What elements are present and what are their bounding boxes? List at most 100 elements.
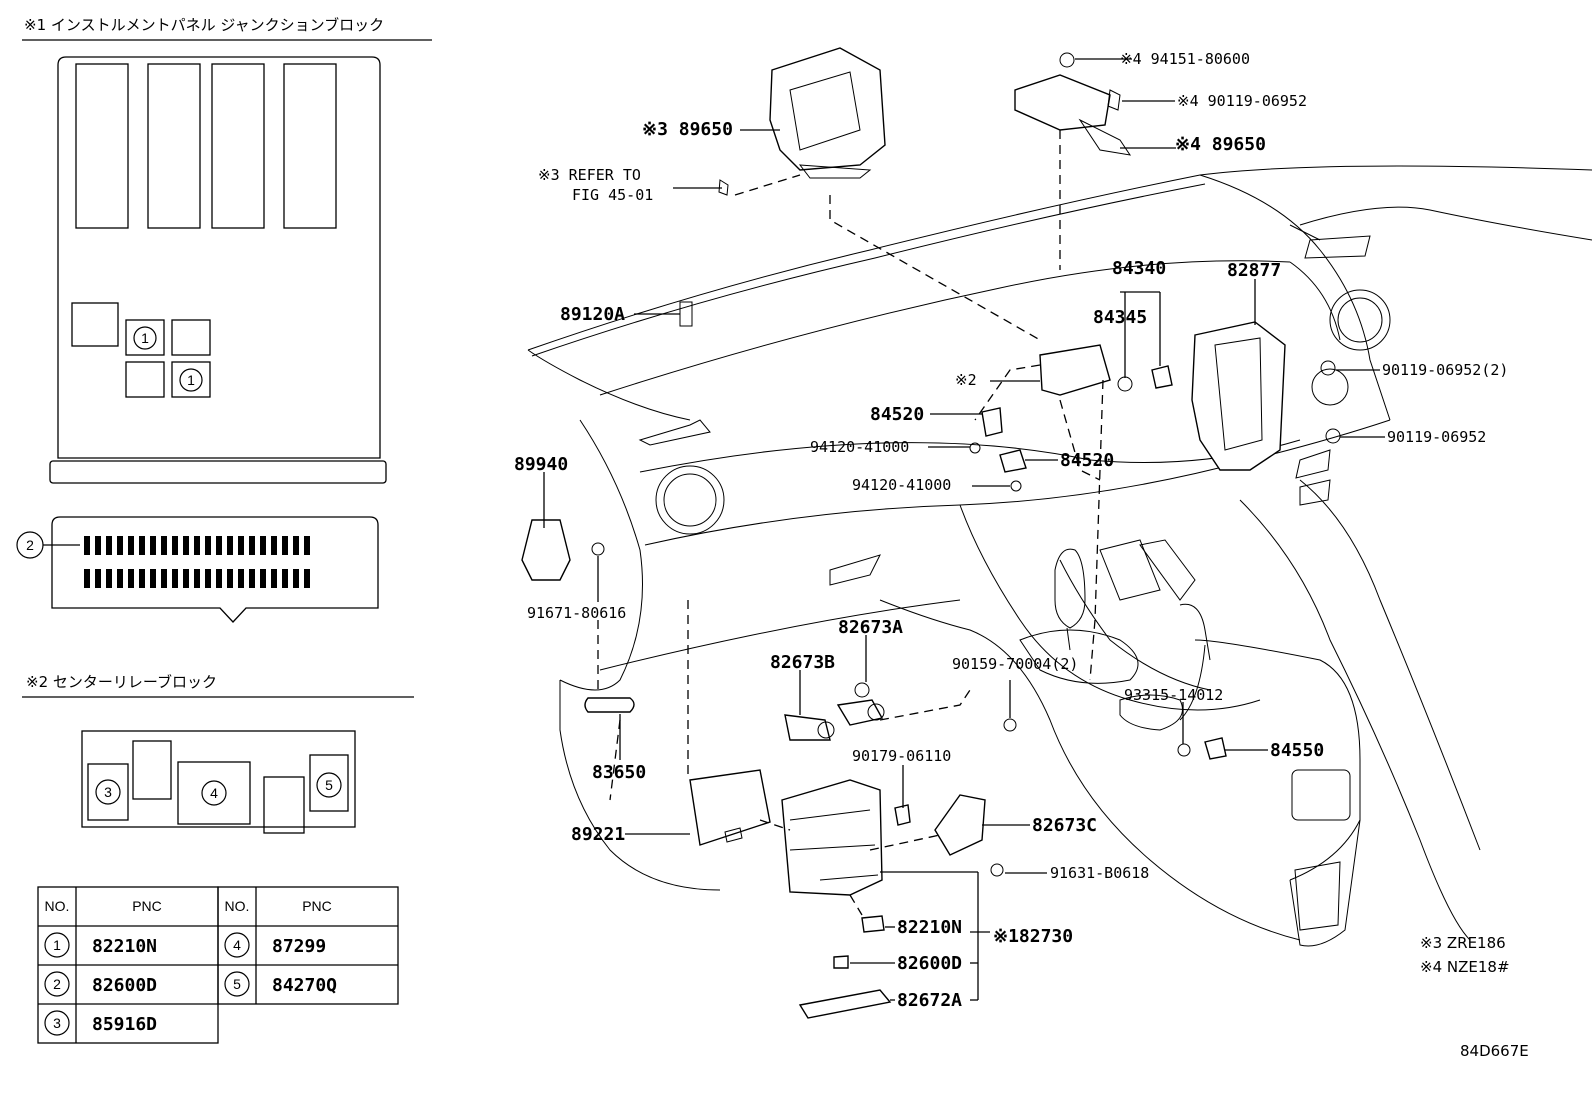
connector-pin xyxy=(194,536,200,555)
callout-90119-06952: 90119-06952 xyxy=(1387,428,1486,446)
callout-82600d: 82600D xyxy=(897,953,962,974)
callout-82673a: 82673A xyxy=(838,617,903,638)
table-header-no-2: NO. xyxy=(225,898,250,914)
table-row-3-pnc1: 85916D xyxy=(92,1014,157,1035)
table-header-no-1: NO. xyxy=(45,898,70,914)
callout-90179-06110: 90179-06110 xyxy=(852,747,951,765)
center-relay-block-drawing xyxy=(81,730,356,834)
connector-pin xyxy=(183,569,189,588)
callout-90159-70004: 90159-70004(2) xyxy=(952,655,1078,673)
connector-pin xyxy=(304,536,310,555)
connector-pin xyxy=(238,569,244,588)
connector-pin xyxy=(183,536,189,555)
connector-pin xyxy=(172,536,178,555)
connector-pin xyxy=(293,536,299,555)
connector-pin xyxy=(216,569,222,588)
table-row-1-no2: 4 xyxy=(233,937,241,953)
marker-2: 2 xyxy=(26,537,34,553)
callout-83650: 83650 xyxy=(592,762,646,783)
relays-82673a-82673b xyxy=(784,682,885,741)
table-row-1-no1: 1 xyxy=(53,937,61,953)
airbag-module-89650-left xyxy=(769,47,886,179)
connector-pin xyxy=(260,536,266,555)
connector-pin xyxy=(161,536,167,555)
connector-pin xyxy=(216,536,222,555)
callout-84520-b: 84520 xyxy=(1060,450,1114,471)
callout-84340: 84340 xyxy=(1112,258,1166,279)
figure-code: 84D667E xyxy=(1460,1042,1529,1060)
switch-84340-84345 xyxy=(1039,344,1173,396)
callout-84520-a: 84520 xyxy=(870,404,924,425)
pnc-table xyxy=(37,886,399,1044)
callout-82730: ※182730 xyxy=(993,926,1073,947)
connector-pin xyxy=(84,536,90,555)
table-header-pnc-1: PNC xyxy=(132,898,162,914)
table-row-2-pnc2: 84270Q xyxy=(272,975,337,996)
table-row-1-pnc1: 82210N xyxy=(92,936,157,957)
connector-pin xyxy=(227,536,233,555)
marker-3: 3 xyxy=(104,784,112,800)
connector-pin xyxy=(282,569,288,588)
table-row-2-pnc1: 82600D xyxy=(92,975,157,996)
connector-pin xyxy=(282,536,288,555)
vent-left xyxy=(655,465,725,535)
sockets-84520 xyxy=(969,407,1027,492)
leader-lines xyxy=(543,58,1385,1001)
callout-89650-right: ※4 89650 xyxy=(1175,134,1266,155)
callout-89221: 89221 xyxy=(571,824,625,845)
callout-refer-line2: FIG 45-01 xyxy=(572,186,653,204)
connector-pin xyxy=(106,536,112,555)
table-row-2-no1: 2 xyxy=(53,976,61,992)
connector-pin xyxy=(161,569,167,588)
section1-title: ※1 インストルメントパネル ジャンクションブロック xyxy=(24,16,384,34)
callout-star2: ※2 xyxy=(955,371,977,389)
marker-4: 4 xyxy=(210,785,218,801)
callout-94151-80600: ※4 94151-80600 xyxy=(1120,50,1250,68)
callout-91671-80616: 91671-80616 xyxy=(527,604,626,622)
callout-82210n: 82210N xyxy=(897,917,962,938)
instrument-panel-outline xyxy=(527,165,1592,947)
callout-82673c: 82673C xyxy=(1032,815,1097,836)
connector-pin xyxy=(95,569,101,588)
connector-pin xyxy=(106,569,112,588)
callout-89940: 89940 xyxy=(514,454,568,475)
connector-pin xyxy=(194,569,200,588)
relay-82210n xyxy=(861,915,885,933)
callout-84550: 84550 xyxy=(1270,740,1324,761)
callout-94120-41000-a: 94120-41000 xyxy=(810,438,909,456)
table-header-pnc-2: PNC xyxy=(302,898,332,914)
dashed-assembly-lines xyxy=(597,130,1104,916)
connector-pin xyxy=(249,569,255,588)
connector-pin xyxy=(139,536,145,555)
bracket-82673c xyxy=(894,794,986,856)
callout-91631-b0618: 91631-B0618 xyxy=(1050,864,1149,882)
part-84550 xyxy=(1204,737,1227,760)
callout-93315-14012: 93315-14012 xyxy=(1124,686,1223,704)
connector-pin xyxy=(117,569,123,588)
bracket-82877 xyxy=(1191,321,1286,471)
marker-5: 5 xyxy=(325,777,333,793)
sensor-89940 xyxy=(521,519,571,581)
cover-82672a xyxy=(798,989,892,1019)
connector-pin xyxy=(128,536,134,555)
connector-pin xyxy=(271,569,277,588)
junction-block-drawing xyxy=(16,56,387,623)
connector-83650 xyxy=(584,697,635,713)
connector-pin xyxy=(172,569,178,588)
ecu-89221 xyxy=(689,769,771,846)
connector-pin xyxy=(84,569,90,588)
marker-1b: 1 xyxy=(187,372,195,388)
connector-pin xyxy=(128,569,134,588)
connector-pin xyxy=(150,569,156,588)
connector-pin xyxy=(293,569,299,588)
connector-pin xyxy=(260,569,266,588)
connector-pin xyxy=(95,536,101,555)
table-row-3-no1: 3 xyxy=(53,1015,61,1031)
table-row-1-pnc2: 87299 xyxy=(272,936,326,957)
note-zre186: ※3 ZRE186 xyxy=(1420,934,1506,952)
connector-pin xyxy=(117,536,123,555)
fuse-82600d xyxy=(833,955,849,969)
callout-82673b: 82673B xyxy=(770,652,835,673)
callout-89650-left: ※3 89650 xyxy=(642,119,733,140)
